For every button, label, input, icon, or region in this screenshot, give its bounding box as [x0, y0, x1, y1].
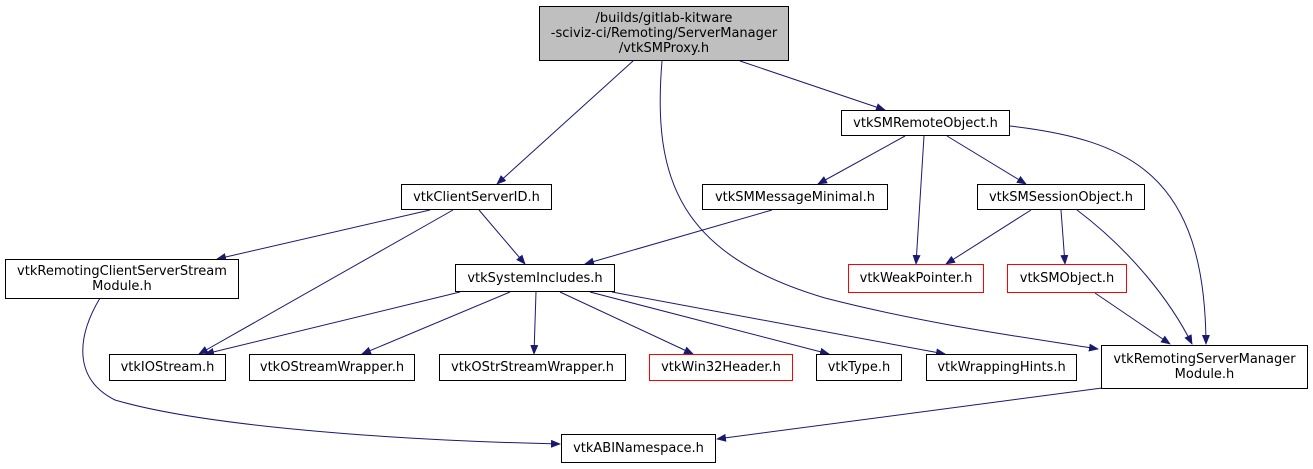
- node-vtktype-h[interactable]: vtkType.h: [816, 354, 902, 381]
- edge-session-object-to-remoting-sm: [1076, 209, 1193, 345]
- node-vtkclientserverid-h[interactable]: vtkClientServerID.h: [401, 184, 552, 210]
- edge-remote-object-to-session-object: [946, 135, 1027, 185]
- edge-message-minimal-to-system-includes: [584, 209, 773, 266]
- node-vtkabinamespace-h[interactable]: vtkABINamespace.h: [561, 434, 716, 463]
- edge-remoting-cs-stream-to-abi-namespace: [82, 297, 561, 448]
- edge-system-includes-to-win32-header: [559, 291, 694, 355]
- edge-sm-object-to-remoting-sm: [1094, 292, 1171, 345]
- edge-remote-object-to-remoting-sm: [1009, 125, 1210, 345]
- edge-client-server-id-to-iostream: [198, 209, 454, 355]
- edge-remoting-sm-to-abi-namespace: [716, 387, 1103, 442]
- edge-system-includes-to-type: [589, 291, 830, 356]
- edge-root-to-remoting-sm: [659, 60, 1099, 352]
- edge-session-object-to-weak-pointer: [945, 209, 1032, 265]
- node-vtkiostream-h[interactable]: vtkIOStream.h: [109, 354, 226, 381]
- edge-root-to-remote-object: [739, 60, 886, 111]
- edge-remote-object-to-weak-pointer: [912, 135, 925, 265]
- node-vtksmsessionobject-h[interactable]: vtkSMSessionObject.h: [977, 184, 1145, 210]
- node-vtkremotingservermanagermodule-h[interactable]: vtkRemotingServerManager Module.h: [1101, 345, 1308, 389]
- node-vtksmobject-h[interactable]: vtkSMObject.h: [1007, 264, 1127, 293]
- node-vtkostrstreamwrapper-h[interactable]: vtkOStrStreamWrapper.h: [439, 354, 626, 381]
- edge-system-includes-to-iostream: [204, 291, 461, 356]
- edge-system-includes-to-ostream-wrapper: [361, 291, 511, 355]
- node-vtkweakpointer-h[interactable]: vtkWeakPointer.h: [848, 264, 984, 293]
- edge-system-includes-to-wrapping-hints: [611, 291, 946, 357]
- node-vtkwrappinghints-h[interactable]: vtkWrappingHints.h: [926, 354, 1077, 381]
- edge-client-server-id-to-remoting-cs-stream: [216, 209, 431, 261]
- node-vtksmremoteobject-h[interactable]: vtkSMRemoteObject.h: [841, 110, 1010, 136]
- edge-session-object-to-sm-object: [1060, 209, 1069, 265]
- edge-remote-object-to-message-minimal: [817, 135, 906, 185]
- node-vtkostreamwrapper-h[interactable]: vtkOStreamWrapper.h: [249, 354, 415, 381]
- edge-client-server-id-to-system-includes: [478, 209, 526, 265]
- node-vtksmmessageminimal-h[interactable]: vtkSMMessageMinimal.h: [702, 184, 888, 210]
- node-vtksmproxy-h[interactable]: /builds/gitlab-kitware -sciviz-ci/Remoti…: [539, 6, 789, 61]
- edge-root-to-client-server-id: [496, 60, 634, 185]
- edge-system-includes-to-ostr-stream-wrapper: [530, 291, 539, 355]
- node-vtksystemincludes-h[interactable]: vtkSystemIncludes.h: [455, 264, 615, 292]
- node-vtkremotingclientserverstreammodule-h[interactable]: vtkRemotingClientServerStream Module.h: [5, 259, 239, 299]
- node-vtkwin32header-h[interactable]: vtkWin32Header.h: [649, 354, 793, 381]
